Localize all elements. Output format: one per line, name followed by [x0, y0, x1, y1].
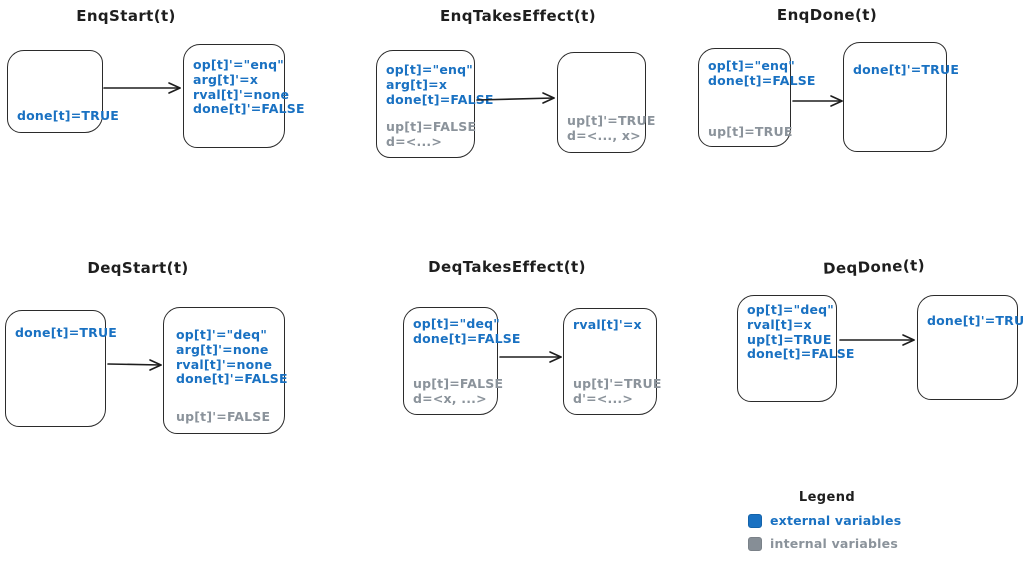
state-box-deqtakeseffect-post: rval[t]'=x up[t]'=TRUE d'=<...>	[563, 308, 662, 415]
state-box-deqdone-pre: op[t]="deq" rval[t]=x up[t]=TRUE done[t]…	[737, 295, 855, 402]
arrow-deqdone	[839, 334, 915, 346]
state-box-deqstart-pre: done[t]=TRUE	[5, 310, 118, 427]
internal-variables: up[t]=FALSE d=<...>	[386, 119, 477, 150]
variable-line: done[t]=FALSE	[386, 91, 494, 107]
state-box-enqtakeseffect-pre: op[t]="enq" arg[t]=x done[t]=FALSE up[t]…	[376, 50, 494, 158]
state-box-enqstart-pre: done[t]=TRUE	[7, 50, 120, 133]
panel-title-enqtakeseffect: EnqTakesEffect(t)	[440, 7, 596, 25]
panel-title-enqstart: EnqStart(t)	[76, 7, 176, 25]
internal-variables: up[t]'=FALSE	[176, 409, 276, 425]
variable-line: up[t]'=TRUE	[567, 113, 656, 129]
variable-line: d'=<...>	[573, 391, 634, 407]
variable-line: op[t]="deq"	[747, 302, 835, 317]
variable-line: done[t]=FALSE	[747, 346, 855, 362]
variable-line: arg[t]'=none	[176, 341, 269, 357]
state-box-deqtakeseffect-pre: op[t]="deq" done[t]=FALSE up[t]=FALSE d=…	[403, 307, 521, 415]
variable-line: op[t]="deq"	[413, 316, 501, 331]
variable-line: up[t]=TRUE	[747, 331, 832, 347]
variable-line: done[t]=FALSE	[413, 330, 521, 346]
legend-item-internal: internal variables	[748, 536, 928, 551]
variable-line: done[t]'=FALSE	[176, 371, 288, 387]
panel-title-deqdone: DeqDone(t)	[822, 256, 926, 278]
variable-line: d=<..., x>	[567, 128, 641, 144]
variable-line: up[t]=FALSE	[413, 376, 504, 392]
arrow-enqdone	[792, 95, 843, 107]
arrow-deqstart	[107, 359, 162, 371]
variable-line: rval[t]'=none	[193, 86, 290, 102]
internal-variables: up[t]=FALSE d=<x, ...>	[413, 376, 504, 407]
external-variables: op[t]'="deq" arg[t]'=none rval[t]'=none …	[176, 327, 288, 387]
legend-item-external: external variables	[748, 513, 928, 528]
variable-line: up[t]=FALSE	[386, 119, 477, 135]
variable-line: op[t]="enq"	[386, 62, 473, 77]
external-variables-swatch-icon	[748, 513, 762, 528]
external-variables: done[t]'=TRUE	[853, 62, 960, 78]
arrow-deqtakeseffect	[499, 351, 562, 363]
variable-line: op[t]'="enq"	[193, 57, 284, 72]
variable-line: rval[t]'=x	[573, 317, 642, 332]
panel-title-deqtakeseffect: DeqTakesEffect(t)	[428, 258, 586, 276]
state-box-enqdone-post: done[t]'=TRUE	[843, 42, 960, 152]
internal-variables-swatch-icon	[748, 536, 762, 551]
variable-line: done[t]=FALSE	[708, 72, 816, 88]
external-variables: op[t]="enq" arg[t]=x done[t]=FALSE	[386, 62, 494, 107]
variable-line: up[t]'=FALSE	[176, 409, 271, 425]
variable-line: up[t]'=TRUE	[573, 376, 662, 392]
variable-line: op[t]'="deq"	[176, 327, 268, 342]
legend-item-label: internal variables	[770, 536, 898, 551]
internal-variables: up[t]'=TRUE d=<..., x>	[567, 113, 656, 144]
external-variables: op[t]'="enq" arg[t]'=x rval[t]'=none don…	[193, 57, 305, 117]
state-box-enqdone-pre: op[t]="enq" done[t]=FALSE up[t]=TRUE	[698, 48, 816, 147]
variable-line: up[t]=TRUE	[708, 124, 793, 140]
state-box-deqdone-post: done[t]'=TRUE	[917, 295, 1024, 400]
variable-line: arg[t]=x	[386, 76, 448, 92]
variable-line: done[t]=TRUE	[15, 325, 118, 340]
variable-line: arg[t]'=x	[193, 71, 259, 87]
legend-title: Legend	[798, 490, 856, 505]
external-variables: op[t]="enq" done[t]=FALSE	[708, 58, 816, 89]
variable-line: done[t]'=FALSE	[193, 101, 305, 117]
state-box-deqstart-post: op[t]'="deq" arg[t]'=none rval[t]'=none …	[163, 307, 288, 434]
state-box-enqstart-post: op[t]'="enq" arg[t]'=x rval[t]'=none don…	[183, 44, 305, 148]
external-variables: op[t]="deq" done[t]=FALSE	[413, 316, 521, 347]
variable-line: done[t]'=TRUE	[927, 313, 1024, 328]
variable-line: rval[t]'=none	[176, 356, 273, 372]
variable-line: done[t]'=TRUE	[853, 62, 960, 77]
panel-title-deqstart: DeqStart(t)	[87, 259, 189, 277]
external-variables: done[t]=TRUE	[17, 108, 120, 124]
variable-line: d=<...>	[386, 134, 443, 150]
legend-item-label: external variables	[770, 513, 902, 528]
internal-variables: up[t]=TRUE	[708, 124, 793, 140]
variable-line: op[t]="enq"	[708, 58, 795, 73]
external-variables: op[t]="deq" rval[t]=x up[t]=TRUE done[t]…	[747, 302, 855, 362]
panel-title-enqdone: EnqDone(t)	[776, 6, 878, 24]
variable-line: rval[t]=x	[747, 316, 812, 332]
state-box-enqtakeseffect-post: up[t]'=TRUE d=<..., x>	[557, 52, 656, 153]
variable-line: done[t]=TRUE	[17, 108, 120, 124]
external-variables: done[t]=TRUE	[15, 325, 118, 341]
variable-line: d=<x, ...>	[413, 391, 487, 407]
legend: Legend external variables internal varia…	[748, 490, 928, 551]
external-variables: rval[t]'=x	[573, 317, 648, 333]
arrow-enqstart	[103, 82, 181, 94]
external-variables: done[t]'=TRUE	[927, 313, 1024, 329]
internal-variables: up[t]'=TRUE d'=<...>	[573, 376, 662, 407]
